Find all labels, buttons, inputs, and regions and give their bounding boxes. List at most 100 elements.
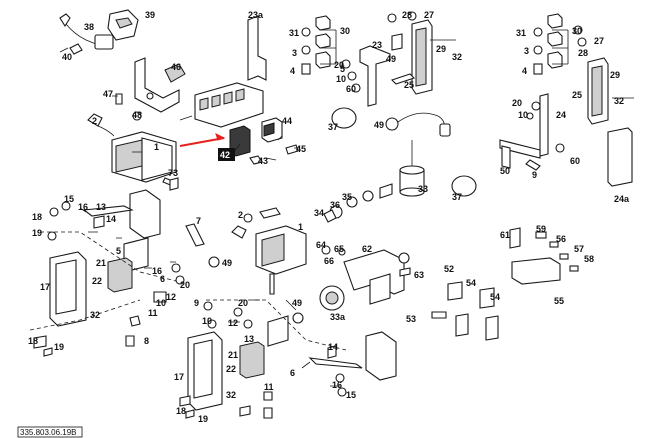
callout-58: 58 [584,254,594,264]
callout-30: 30 [572,26,582,36]
callout-31: 31 [516,28,526,38]
callout-9: 9 [194,298,199,308]
callout-36: 36 [330,200,340,210]
callout-8: 8 [144,336,149,346]
callout-11: 11 [148,308,158,318]
callout-33a: 33a [330,312,346,322]
highlight-arrow [179,137,225,147]
part-group-mirror-left [29,177,220,357]
callout-6: 6 [160,274,165,284]
callout-23a: 23a [248,10,264,20]
callout-12: 12 [166,292,176,302]
callout-54: 54 [490,292,500,302]
callout-44: 44 [282,116,292,126]
callout-21: 21 [228,350,238,360]
callout-15: 15 [346,390,356,400]
callout-57: 57 [574,244,584,254]
callout-48: 48 [132,110,142,120]
callout-22: 22 [92,276,102,286]
callout-47: 47 [103,89,113,99]
callout-16: 16 [78,202,88,212]
svg-text:335.803.06.19B: 335.803.06.19B [20,428,77,437]
callout-64: 64 [316,240,326,250]
callout-63: 63 [414,270,424,280]
part-group-center-top [247,11,456,107]
callout-29: 29 [610,70,620,80]
leader-lines [59,29,569,387]
callout-14: 14 [328,342,338,352]
callout-16: 16 [152,266,162,276]
callout-4: 4 [290,66,295,76]
part-group-connector-bracket [59,9,186,121]
callout-50: 50 [500,166,510,176]
callout-13: 13 [96,202,106,212]
callout-20: 20 [334,60,344,70]
callout-73: 73 [168,168,178,178]
callout-10: 10 [156,298,166,308]
callout-3: 3 [292,48,297,58]
callout-10: 10 [518,110,528,120]
callout-37: 37 [328,122,338,132]
callout-65: 65 [334,244,344,254]
callout-6: 6 [290,368,295,378]
callout-16: 16 [332,380,342,390]
part-group-lamp-left [87,113,177,187]
callout-1: 1 [298,222,303,232]
part-group-switch-panel [179,82,299,165]
callout-29: 29 [436,44,446,54]
callout-60: 60 [570,156,580,166]
callout-37: 37 [452,192,462,202]
callout-49: 49 [374,120,384,130]
callout-30: 30 [340,26,350,36]
part-group-beacon [323,107,477,223]
callout-28: 28 [578,48,588,58]
diagram-reference: 335.803.06.19B [17,426,83,438]
callout-4: 4 [522,66,527,76]
callout-60: 60 [346,84,356,94]
callout-21: 21 [96,258,106,268]
callout-40: 40 [62,52,72,62]
callout-19: 19 [54,342,64,352]
callout-25: 25 [404,80,414,90]
callout-54: 54 [466,278,476,288]
callout-2: 2 [238,210,243,220]
callout-27: 27 [594,36,604,46]
callout-27: 27 [424,10,434,20]
callout-66: 66 [324,256,334,266]
callout-32: 32 [90,310,100,320]
callout-31: 31 [289,28,299,38]
callout-17: 17 [40,282,50,292]
callout-1: 1 [154,142,159,152]
part-group-mirror-center [179,207,397,419]
callout-39: 39 [145,10,155,20]
callout-46: 46 [171,62,181,72]
callout-22: 22 [226,364,236,374]
callout-3: 3 [524,46,529,56]
callout-19: 19 [198,414,208,424]
callout-19: 19 [32,228,42,238]
callout-49: 49 [222,258,232,268]
part-group-relays [319,227,579,341]
callout-49: 49 [386,54,396,64]
callout-34: 34 [314,208,324,218]
callout-12: 12 [228,318,238,328]
callout-59: 59 [536,224,546,234]
callout-32: 32 [452,52,462,62]
callout-20: 20 [180,280,190,290]
callout-33: 33 [418,184,428,194]
callout-61: 61 [500,230,510,240]
callout-62: 62 [362,244,372,254]
callout-9: 9 [532,170,537,180]
callout-14: 14 [106,214,116,224]
callout-52: 52 [444,264,454,274]
callout-53: 53 [406,314,416,324]
callout-45: 45 [296,144,306,154]
callout-28: 28 [402,10,412,20]
callout-5: 5 [116,246,121,256]
callout-5: 5 [340,64,345,74]
callout-43: 43 [258,156,268,166]
callout-10: 10 [202,316,212,326]
callout-20: 20 [512,98,522,108]
callout-15: 15 [64,194,74,204]
